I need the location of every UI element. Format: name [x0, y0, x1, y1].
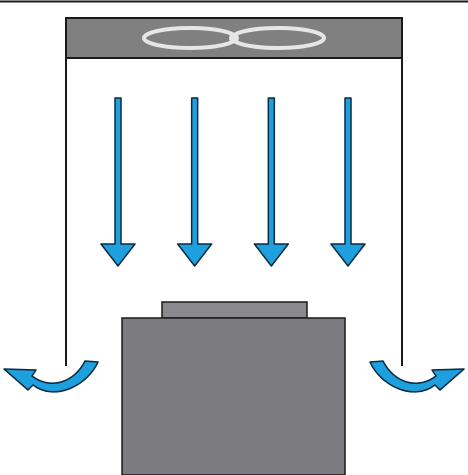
exhaust-arrow-left: [3, 360, 99, 393]
down-arrow-icon: [176, 97, 213, 267]
equipment-top-plate: [161, 301, 308, 319]
down-arrow-icon: [253, 97, 290, 267]
curved-exhaust-arrow-icon: [3, 360, 465, 393]
down-arrow-icon: [100, 97, 136, 267]
downflow-arrows: [100, 97, 366, 267]
fan-icon: [142, 26, 326, 50]
equipment-body: [121, 317, 346, 475]
down-arrow-icon: [330, 97, 366, 267]
fan-hub: [229, 33, 239, 43]
exhaust-arrow-right: [369, 360, 465, 393]
